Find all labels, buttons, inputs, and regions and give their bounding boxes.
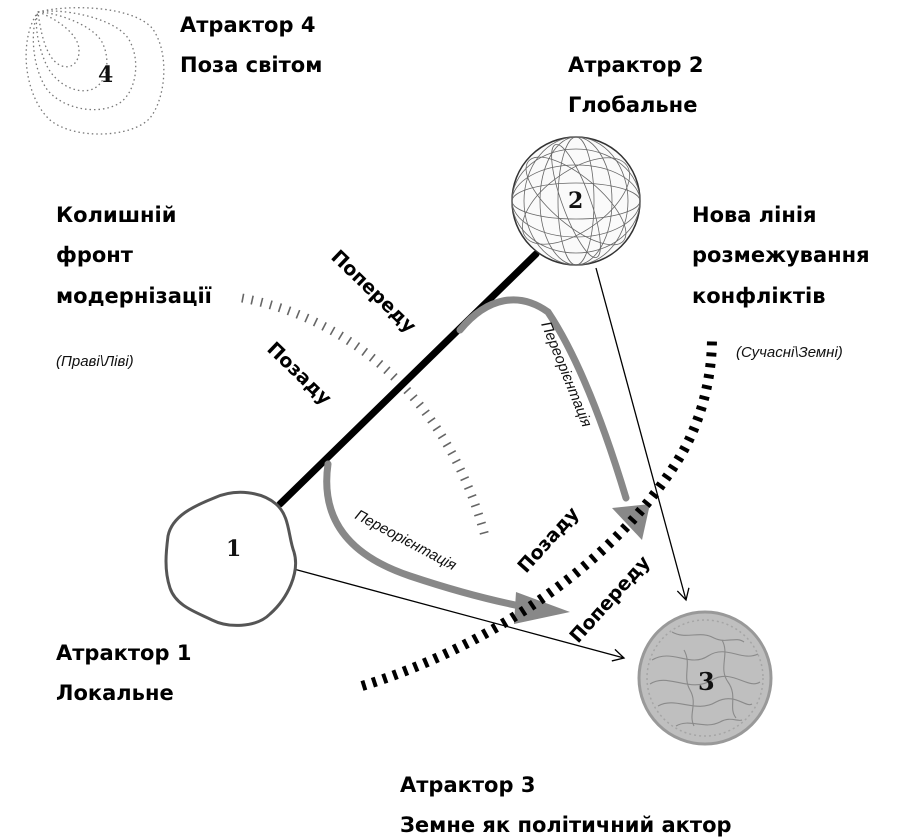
old-axis-back-label: Позаду xyxy=(263,338,337,410)
attractor-1-subtitle: Локальне xyxy=(56,681,174,705)
arrow-1-to-3 xyxy=(289,567,626,662)
attractor-1-symbol xyxy=(164,490,297,627)
reorientation-arrow-lower-head xyxy=(514,592,570,624)
attractor-2-number: 2 xyxy=(568,188,583,214)
old-axis-forward-label: Попереду xyxy=(327,246,421,338)
new-axis-back-label: Позаду xyxy=(513,502,584,577)
attractor-3-number: 3 xyxy=(698,667,715,696)
attractor-4-subtitle: Поза світом xyxy=(180,53,322,77)
new-axis-forward-label: Попереду xyxy=(565,551,655,647)
new-line-line-2: розмежування xyxy=(692,243,870,267)
old-front-arc xyxy=(241,293,491,542)
new-line-line-3: конфліктів xyxy=(692,284,826,308)
attractor-4-symbol xyxy=(25,7,165,135)
attractor-3-subtitle: Земне як політичний актор xyxy=(400,813,732,837)
attractor-3-symbol xyxy=(637,610,773,746)
old-front-line-1: Колишній xyxy=(56,203,176,227)
old-front-line-2: фронт xyxy=(56,243,134,267)
new-conflict-line xyxy=(360,337,717,691)
arrow-2-to-3 xyxy=(595,267,690,602)
old-front-line-3: модернізації xyxy=(56,284,212,308)
attractor-2-title: Атрактор 2 xyxy=(568,53,703,77)
attractor-1-title: Атрактор 1 xyxy=(56,641,191,665)
attractor-1-number: 1 xyxy=(226,536,241,562)
reorientation-label-lower: Переорієнтація xyxy=(352,507,459,575)
old-front-note: (Праві\Ліві) xyxy=(56,353,134,370)
attractor-2-subtitle: Глобальне xyxy=(568,93,697,117)
attractor-4-number: 4 xyxy=(98,62,113,88)
new-line-line-1: Нова лінія xyxy=(692,203,817,227)
reorientation-arrow-upper xyxy=(456,296,630,502)
old-axis-line xyxy=(276,250,540,508)
new-line-note: (Сучасні\Земні) xyxy=(736,344,843,361)
attractor-2-symbol xyxy=(511,136,641,266)
attractor-4-title: Атрактор 4 xyxy=(180,13,315,37)
reorientation-arrow-lower xyxy=(323,460,524,610)
attractor-3-title: Атрактор 3 xyxy=(400,773,535,797)
